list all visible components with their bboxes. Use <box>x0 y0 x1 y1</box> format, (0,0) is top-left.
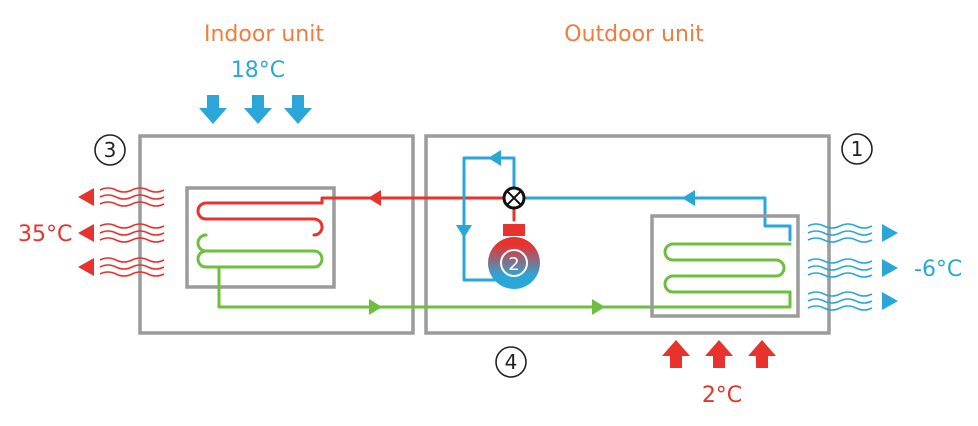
marker-3: 3 <box>94 134 126 166</box>
indoor-unit-label: Indoor unit <box>204 22 324 47</box>
marker-1-label: 1 <box>851 137 864 161</box>
condenser-coil <box>185 186 336 289</box>
suction-line <box>456 150 792 282</box>
hot-gas-line <box>320 190 516 222</box>
indoor-air-in-temp: 18°C <box>231 58 285 83</box>
outdoor-air-out-temp: -6°C <box>914 257 962 282</box>
indoor-air-out-temp: 35°C <box>18 222 72 247</box>
outdoor-air-in-temp: 2°C <box>702 383 742 408</box>
liquid-line <box>204 265 792 315</box>
marker-3-label: 3 <box>104 138 117 162</box>
outdoor-cold-air-arrows <box>882 224 898 310</box>
indoor-warm-air-arrows <box>78 188 94 276</box>
evaporator-coil <box>650 214 800 318</box>
marker-4: 4 <box>495 346 527 378</box>
outdoor-unit-label: Outdoor unit <box>564 22 704 47</box>
indoor-warm-air-waves <box>99 187 165 277</box>
outdoor-cold-air-waves <box>807 223 873 311</box>
marker-4-label: 4 <box>505 350 518 374</box>
outdoor-unit-frame <box>424 134 831 335</box>
outdoor-air-in-arrows <box>662 340 776 368</box>
marker-1: 1 <box>841 133 873 165</box>
four-way-valve <box>502 186 526 210</box>
indoor-unit-frame <box>138 134 415 335</box>
marker-2-label: 2 <box>508 254 519 275</box>
compressor: 2 <box>488 224 540 289</box>
indoor-air-in-arrows <box>199 95 312 124</box>
